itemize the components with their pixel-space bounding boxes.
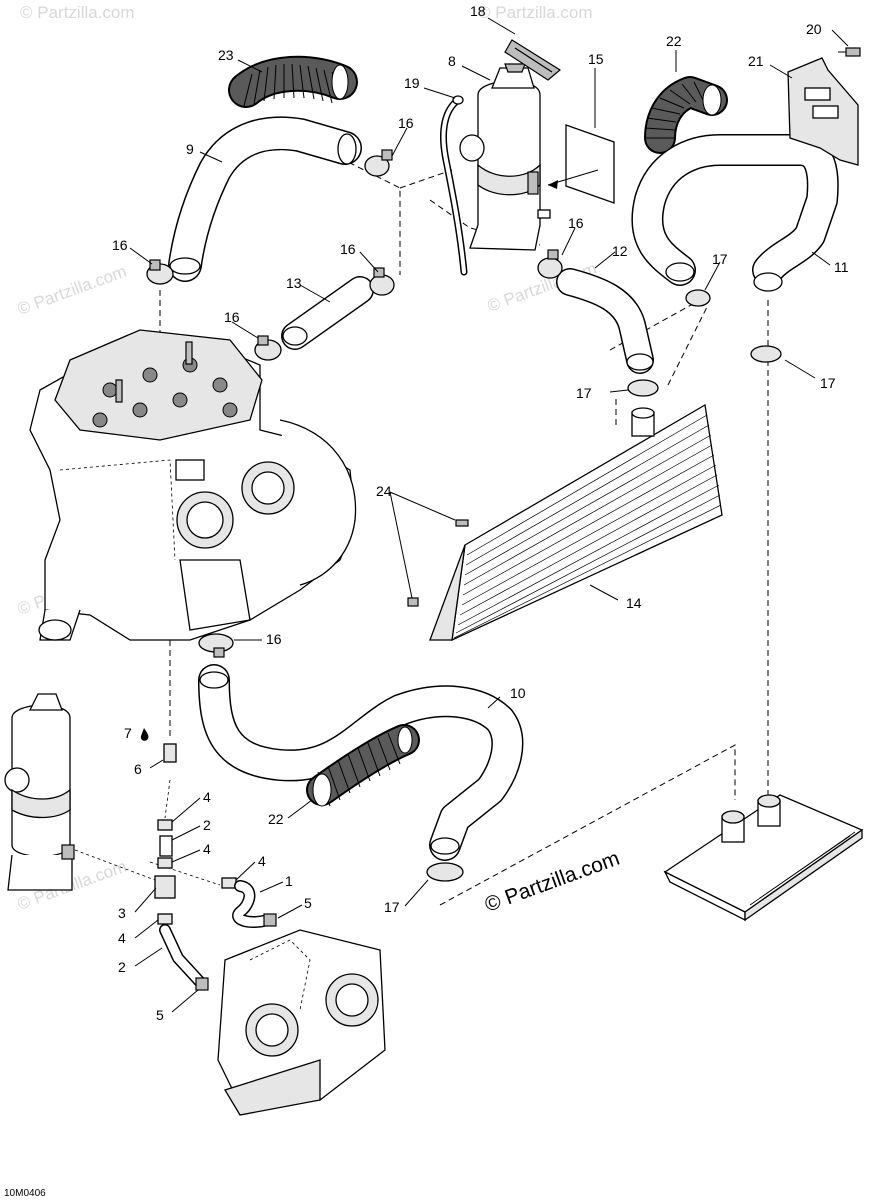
clamp-16 (198, 633, 234, 658)
callout-2: 2 (118, 959, 126, 975)
callout-16: 16 (398, 115, 414, 131)
overflow-hose-19 (440, 95, 468, 276)
hose-12 (556, 268, 654, 374)
callout-10: 10 (510, 685, 526, 701)
reservoir-cap-18 (504, 39, 562, 81)
arrow-head (548, 180, 558, 189)
clamp-4 (157, 819, 173, 831)
fitting-5 (195, 977, 209, 991)
callout-5: 5 (304, 895, 312, 911)
fitting-6 (163, 743, 177, 763)
clamp-16 (369, 267, 395, 296)
drawing-code: 10M0406 (4, 1188, 46, 1199)
drop-icon (140, 728, 149, 741)
carburetor-assembly (217, 929, 386, 1116)
leader-lines (129, 17, 849, 1013)
callout-16: 16 (568, 215, 584, 231)
callout-14: 14 (626, 595, 642, 611)
callout-17: 17 (712, 251, 728, 267)
clamp-16 (254, 335, 282, 361)
callout-7: 7 (124, 725, 132, 741)
callout-11: 11 (834, 259, 849, 275)
callout-16: 16 (112, 237, 128, 253)
callout-21: 21 (748, 53, 764, 69)
oil-reservoir (4, 693, 75, 891)
hose-22-corrugated (306, 724, 420, 807)
tee-fitting-3 (154, 875, 176, 899)
callout-15: 15 (588, 51, 604, 67)
callout-16: 16 (224, 309, 240, 325)
coolant-reservoir-8 (459, 63, 551, 251)
hose-13 (281, 276, 374, 350)
callout-18: 18 (470, 3, 486, 19)
callout-4: 4 (203, 789, 211, 805)
callout-20: 20 (806, 21, 822, 37)
assembly-dash-lines (74, 157, 769, 906)
decal-15 (565, 124, 615, 204)
hose-9 (168, 116, 362, 282)
clamp-17 (627, 379, 659, 397)
clamp-17 (750, 345, 782, 363)
tunnel-cooler (663, 794, 864, 922)
clamp-17 (426, 862, 464, 882)
hose-1 (232, 880, 274, 928)
clamp-16 (364, 149, 393, 177)
callout-16: 16 (266, 631, 282, 647)
callout-4: 4 (258, 853, 266, 869)
callout-9: 9 (186, 141, 194, 157)
bracket-21 (787, 57, 859, 166)
callout-23: 23 (218, 47, 234, 63)
clamp-4 (157, 857, 173, 869)
callout-5: 5 (156, 1007, 164, 1023)
hose-23-corrugated (228, 55, 358, 108)
watermark-faint: © Partzilla.com (20, 3, 135, 22)
callout-16: 16 (340, 241, 356, 257)
hose-10 (198, 664, 524, 861)
hose-2 (159, 835, 173, 857)
callout-17: 17 (576, 385, 592, 401)
clamp-17 (685, 289, 711, 307)
callout-17: 17 (820, 375, 836, 391)
callout-4: 4 (203, 841, 211, 857)
clamp-16 (537, 249, 563, 279)
callout-6: 6 (134, 761, 142, 777)
callout-numbers: 18 8 15 19 22 21 20 23 9 16 16 16 13 16 … (112, 3, 849, 1023)
callout-12: 12 (612, 243, 628, 259)
callout-19: 19 (404, 75, 420, 91)
clamp-16 (146, 259, 174, 285)
hose-2 (159, 924, 206, 988)
callout-4: 4 (118, 930, 126, 946)
callout-3: 3 (118, 905, 126, 921)
callout-17: 17 (384, 899, 400, 915)
callout-13: 13 (286, 275, 302, 291)
watermark-faint: © Partzilla.com (478, 3, 593, 22)
callout-2: 2 (203, 817, 211, 833)
callout-24: 24 (376, 483, 392, 499)
callout-22: 22 (268, 811, 284, 827)
clamp-4 (221, 877, 237, 889)
hose-11 (631, 134, 839, 292)
callout-22: 22 (666, 33, 682, 49)
engine-block (29, 329, 357, 641)
heat-exchanger-14 (429, 403, 723, 642)
screw-24 (455, 519, 469, 527)
screw-20 (838, 47, 861, 57)
screw-24 (407, 597, 419, 607)
clamp-4 (157, 913, 173, 925)
callout-1: 1 (285, 873, 293, 889)
watermark-faint: © Partzilla.com (15, 262, 129, 319)
partzilla-watermark: © Partzilla.com (482, 847, 623, 917)
fitting-5 (263, 913, 277, 927)
hose-22-corrugated (644, 76, 728, 154)
callout-8: 8 (448, 53, 456, 69)
